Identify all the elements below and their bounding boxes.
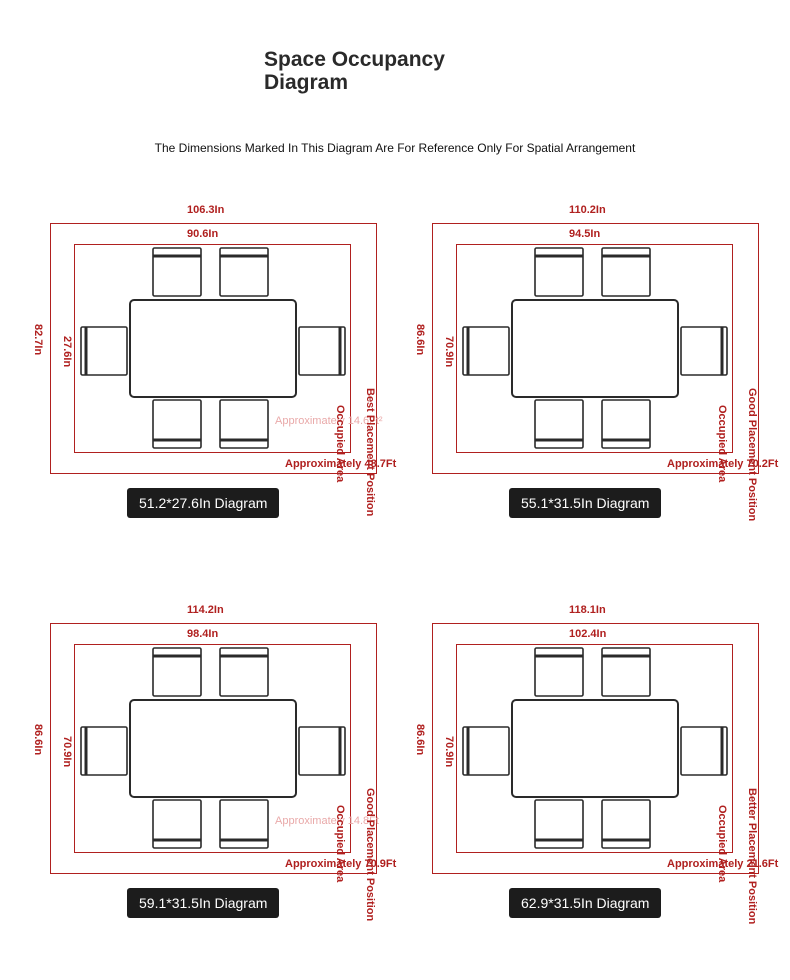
- chair-bottom-right: [219, 799, 269, 849]
- occupied-area-label: Occupied Area: [716, 405, 728, 483]
- diagram-size-badge: 51.2*27.6In Diagram: [127, 488, 280, 518]
- chair-right: [680, 726, 728, 776]
- chair-top-right: [601, 647, 651, 697]
- area-small-label: Approximately 14.6Ft²: [275, 415, 383, 427]
- outer-depth-label: 86.6In: [32, 724, 44, 756]
- inner-width-label: 102.4In: [569, 628, 607, 640]
- inner-boundary: [456, 244, 733, 453]
- chair-bottom-left: [152, 399, 202, 449]
- outer-width-label: 118.1In: [569, 604, 606, 616]
- outer-width-label: 110.2In: [569, 204, 606, 216]
- diagram-size-badge: 55.1*31.5In Diagram: [509, 488, 662, 518]
- area-large-label: Approximately 70.9Ft: [285, 858, 397, 870]
- outer-depth-label: 86.6In: [414, 724, 426, 756]
- chair-top-left: [534, 647, 584, 697]
- outer-depth-label: 82.7In: [32, 324, 44, 356]
- table-depth-label: 70.9In: [443, 336, 455, 368]
- placement-position-label: Best Placement Position: [364, 388, 376, 517]
- floor-plan-drawing: [50, 623, 377, 874]
- outer-boundary: [432, 623, 759, 874]
- chair-left: [462, 726, 510, 776]
- outer-boundary: [50, 623, 377, 874]
- diagram-size-badge: 62.9*31.5In Diagram: [509, 888, 662, 918]
- outer-boundary: [432, 223, 759, 474]
- placement-position-label: Good Placement Position: [364, 788, 376, 922]
- chair-bottom-right: [601, 399, 651, 449]
- chair-top-left: [152, 647, 202, 697]
- chair-bottom-left: [152, 799, 202, 849]
- outer-depth-label: 86.6In: [414, 324, 426, 356]
- chair-bottom-right: [219, 399, 269, 449]
- outer-width-label: 114.2In: [187, 604, 224, 616]
- inner-width-label: 98.4In: [187, 628, 219, 640]
- chair-top-left: [152, 247, 202, 297]
- floor-plan-drawing: [50, 223, 377, 474]
- inner-width-label: 90.6In: [187, 228, 219, 240]
- table: [129, 299, 297, 398]
- chair-left: [80, 726, 128, 776]
- outer-boundary: [50, 223, 377, 474]
- floor-plan-drawing: [432, 223, 759, 474]
- chair-left: [462, 326, 510, 376]
- chair-top-right: [219, 647, 269, 697]
- outer-width-label: 106.3In: [187, 204, 225, 216]
- occupied-area-label: Occupied Area: [334, 405, 346, 483]
- inner-boundary: [74, 244, 351, 453]
- chair-top-right: [219, 247, 269, 297]
- chair-top-right: [601, 247, 651, 297]
- area-small-label: Approximately 14.8Ft: [275, 815, 379, 827]
- table: [511, 299, 679, 398]
- page-title: Space Occupancy Diagram: [264, 48, 445, 94]
- table: [129, 699, 297, 798]
- chair-right: [298, 326, 346, 376]
- chair-bottom-left: [534, 799, 584, 849]
- inner-boundary: [74, 644, 351, 853]
- chair-right: [680, 326, 728, 376]
- chair-bottom-right: [601, 799, 651, 849]
- area-large-label: Approximately 48.7Ft: [285, 458, 397, 470]
- inner-boundary: [456, 644, 733, 853]
- chair-right: [298, 726, 346, 776]
- chair-left: [80, 326, 128, 376]
- table: [511, 699, 679, 798]
- area-large-label: Approximately 70.2Ft: [667, 458, 779, 470]
- table-depth-label: 70.9In: [443, 736, 455, 768]
- placement-position-label: Good Placement Position: [746, 388, 758, 522]
- table-depth-label: 70.9In: [61, 736, 73, 768]
- diagram-size-badge: 59.1*31.5In Diagram: [127, 888, 280, 918]
- inner-width-label: 94.5In: [569, 228, 601, 240]
- chair-top-left: [534, 247, 584, 297]
- chair-bottom-left: [534, 399, 584, 449]
- page-subtitle: The Dimensions Marked In This Diagram Ar…: [154, 141, 636, 155]
- floor-plan-drawing: [432, 623, 759, 874]
- placement-position-label: Better Placement Position: [746, 788, 758, 925]
- table-depth-label: 27.6In: [61, 336, 73, 368]
- area-large-label: Approximately 21.6Ft: [667, 858, 779, 870]
- occupied-area-label: Occupied Area: [716, 805, 728, 883]
- occupied-area-label: Occupied Area: [334, 805, 346, 883]
